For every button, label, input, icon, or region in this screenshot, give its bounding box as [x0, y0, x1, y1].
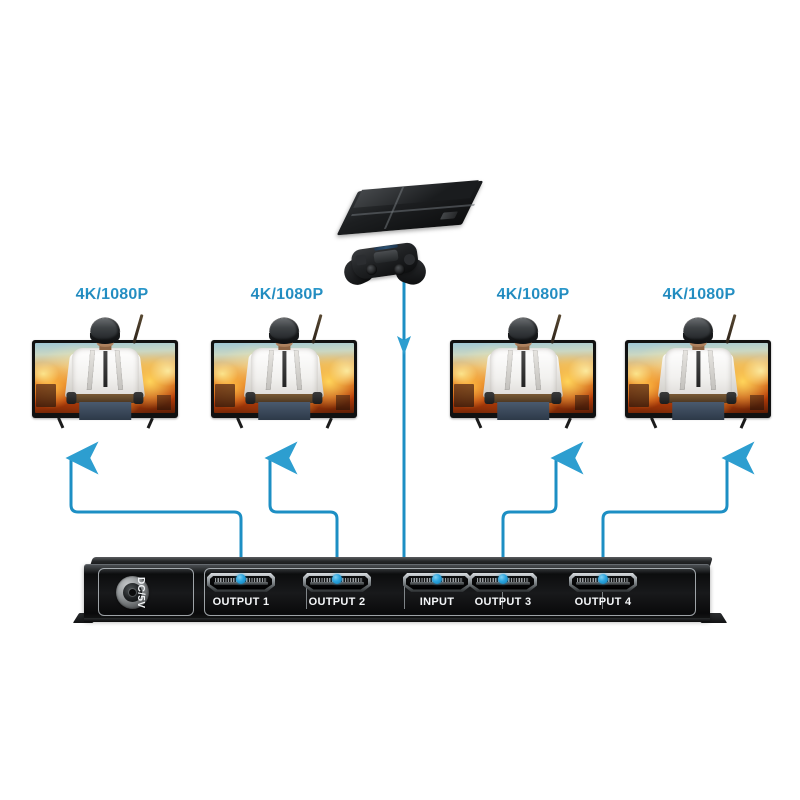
port-label-input: INPUT — [419, 596, 455, 608]
tv-3-game-character — [482, 314, 564, 420]
resolution-label-tv4: 4K/1080P — [644, 286, 754, 304]
tv-4-game-character — [657, 314, 739, 420]
connector-dot-input — [432, 574, 442, 584]
controller-face-buttons — [404, 254, 415, 265]
tv-3-screen-bezel — [450, 314, 596, 420]
connector-dot-output1 — [236, 574, 246, 584]
tv-3 — [450, 314, 596, 429]
tv-4-screen-bezel — [625, 314, 771, 420]
wire-output2-to-tv2 — [264, 441, 339, 576]
connector-dot-output4 — [598, 574, 608, 584]
arrow-ps4-down — [397, 336, 411, 355]
controller-right-stick — [394, 264, 405, 275]
device-bottom-edge — [84, 618, 710, 622]
resolution-label-tv1: 4K/1080P — [57, 286, 167, 304]
device-gloss-highlight — [84, 564, 710, 574]
controller-dpad — [355, 254, 367, 266]
tv-2-game-character — [243, 314, 325, 420]
tv-1 — [32, 314, 178, 429]
connector-dot-output3 — [498, 574, 508, 584]
hdmi-splitter-device: DC/5V OUTPUT 1 OUTPUT 2 INPUT OUTPUT 3 — [72, 557, 728, 629]
port-label-output4: OUTPUT 4 — [574, 596, 632, 608]
wire-output4-to-tv4 — [601, 441, 755, 576]
wire-output1-to-tv1 — [65, 441, 243, 576]
tv-1-game-character — [64, 314, 146, 420]
port-label-output3: OUTPUT 3 — [474, 596, 532, 608]
tv-2-screen-bezel — [211, 314, 357, 420]
ports-section-outline — [204, 568, 696, 616]
port-label-output1: OUTPUT 1 — [212, 596, 270, 608]
tv-2 — [211, 314, 357, 429]
power-section-outline — [98, 568, 194, 616]
controller-left-stick — [366, 264, 377, 275]
dc-power-label: DC/5V — [135, 577, 146, 609]
dualshock-controller — [338, 240, 432, 290]
connector-dot-output2 — [332, 574, 342, 584]
tv-1-screen-bezel — [32, 314, 178, 420]
playstation-4-console — [336, 180, 484, 291]
tv-4 — [625, 314, 771, 429]
resolution-label-tv3: 4K/1080P — [478, 286, 588, 304]
resolution-label-tv2: 4K/1080P — [232, 286, 342, 304]
port-label-output2: OUTPUT 2 — [308, 596, 366, 608]
wire-output3-to-tv3 — [501, 441, 584, 576]
dc-power-jack[interactable] — [116, 576, 149, 609]
